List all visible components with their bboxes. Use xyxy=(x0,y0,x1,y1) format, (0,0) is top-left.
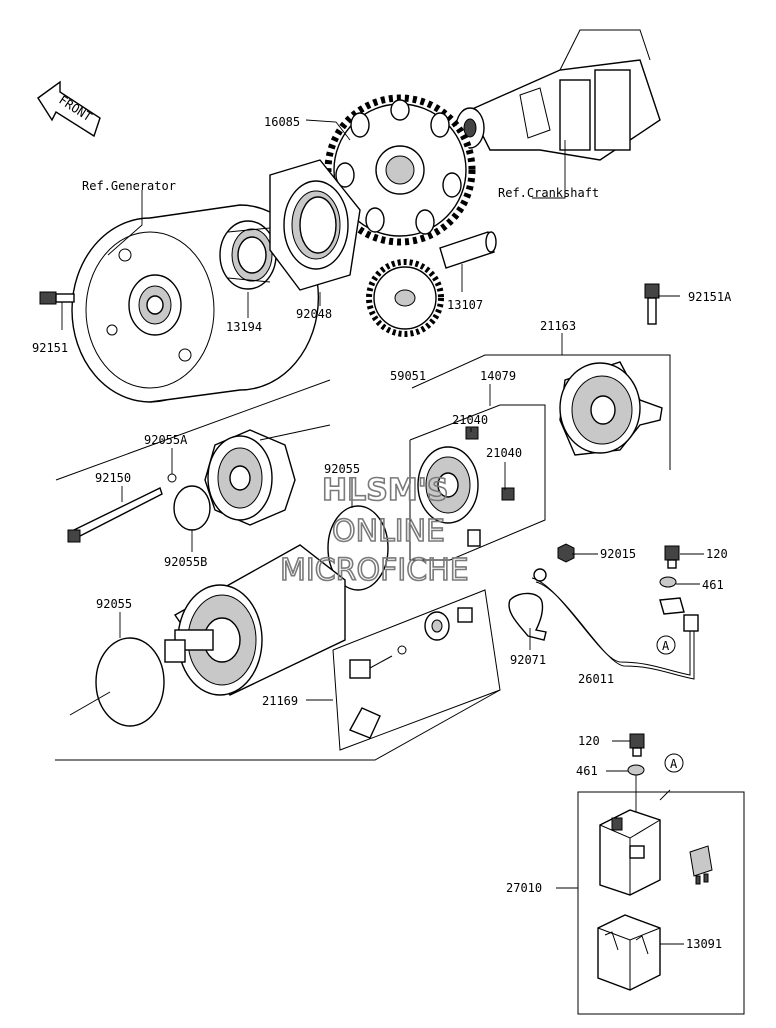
label-21040-a: 21040 xyxy=(452,413,488,427)
bolt-120-bottom-drawing xyxy=(629,733,645,757)
nut-92015-drawing xyxy=(557,543,575,563)
fuse-drawing xyxy=(689,845,713,885)
starter-yoke-drawing xyxy=(164,544,346,696)
starter-clutch-gear-drawing xyxy=(324,94,476,246)
washer-461-bottom-drawing xyxy=(627,764,645,776)
callout-a-1: A xyxy=(656,635,676,655)
callout-a-2: A xyxy=(664,753,684,773)
washer-461-top-drawing xyxy=(659,576,677,588)
label-461-top: 461 xyxy=(702,578,724,592)
label-14079: 14079 xyxy=(480,369,516,383)
part-labels: 16085 Ref.Generator Ref.Crankshaft 92151… xyxy=(32,115,732,951)
label-21040-b: 21040 xyxy=(486,446,522,460)
watermark-line-1: HLSM'S xyxy=(322,473,448,508)
boot-92071-drawing xyxy=(508,592,547,641)
watermark-line-2: ONLINE xyxy=(332,514,445,549)
label-13107: 13107 xyxy=(447,298,483,312)
callout-a-2-label: A xyxy=(670,757,678,771)
terminal-plate-drawing xyxy=(659,597,685,615)
label-120-top: 120 xyxy=(706,547,728,561)
label-59051: 59051 xyxy=(390,369,426,383)
label-13194: 13194 xyxy=(226,320,262,334)
brush-parts-drawing xyxy=(349,607,473,739)
bolt-92151-drawing xyxy=(39,291,75,305)
callout-a-1-label: A xyxy=(662,639,670,653)
label-92048: 92048 xyxy=(296,307,332,321)
label-92151: 92151 xyxy=(32,341,68,355)
leader-lines xyxy=(61,119,704,945)
oring-92055A-drawing xyxy=(167,473,177,483)
label-120-bottom: 120 xyxy=(578,734,600,748)
crankshaft-drawing xyxy=(455,29,661,161)
front-arrow-icon: FRONT xyxy=(37,80,101,138)
idle-gear-drawing xyxy=(366,259,444,337)
watermark-line-3: MICROFICHE xyxy=(280,553,469,588)
starter-relay-drawing xyxy=(599,809,661,896)
label-ref-generator: Ref.Generator xyxy=(82,179,176,193)
brush-holder-box xyxy=(409,404,546,561)
bolt-120-top-drawing xyxy=(664,545,680,569)
label-92055-top: 92055 xyxy=(324,462,360,476)
oring-92055-top-drawing xyxy=(327,505,389,591)
assembly-outline xyxy=(55,354,671,761)
brush-assembly-box xyxy=(332,589,501,751)
brush-holder-drawing xyxy=(417,446,481,547)
label-92055A: 92055A xyxy=(144,433,188,447)
label-21169: 21169 xyxy=(262,694,298,708)
relay-box-outline xyxy=(577,791,745,1015)
label-ref-crankshaft: Ref.Crankshaft xyxy=(498,186,599,200)
label-92150: 92150 xyxy=(95,471,131,485)
label-92055: 92055 xyxy=(96,597,132,611)
oring-92055B-drawing xyxy=(173,485,211,531)
idle-gear-shaft-drawing xyxy=(439,231,497,269)
label-461-bottom: 461 xyxy=(576,764,598,778)
label-92015: 92015 xyxy=(600,547,636,561)
watermark: HLSM'S ONLINE MICROFICHE xyxy=(279,472,469,589)
one-way-clutch-drawing xyxy=(219,220,277,290)
label-92071: 92071 xyxy=(510,653,546,667)
label-92151A: 92151A xyxy=(688,290,732,304)
nut-21040-drawing xyxy=(465,426,515,501)
rear-cover-drawing xyxy=(204,424,331,526)
label-92055B: 92055B xyxy=(164,555,207,569)
oring-92055-bottom-drawing xyxy=(69,637,165,727)
label-26011: 26011 xyxy=(578,672,614,686)
bolt-92151A-drawing xyxy=(644,283,660,325)
end-cover-drawing xyxy=(559,361,663,456)
long-bolt-92150-drawing xyxy=(67,487,163,543)
clutch-housing-drawing xyxy=(269,159,361,291)
label-21163: 21163 xyxy=(540,319,576,333)
label-16085: 16085 xyxy=(264,115,300,129)
relay-cover-drawing xyxy=(597,914,661,991)
label-13091: 13091 xyxy=(686,937,722,951)
label-27010: 27010 xyxy=(506,881,542,895)
starter-cable-drawing xyxy=(531,568,699,680)
